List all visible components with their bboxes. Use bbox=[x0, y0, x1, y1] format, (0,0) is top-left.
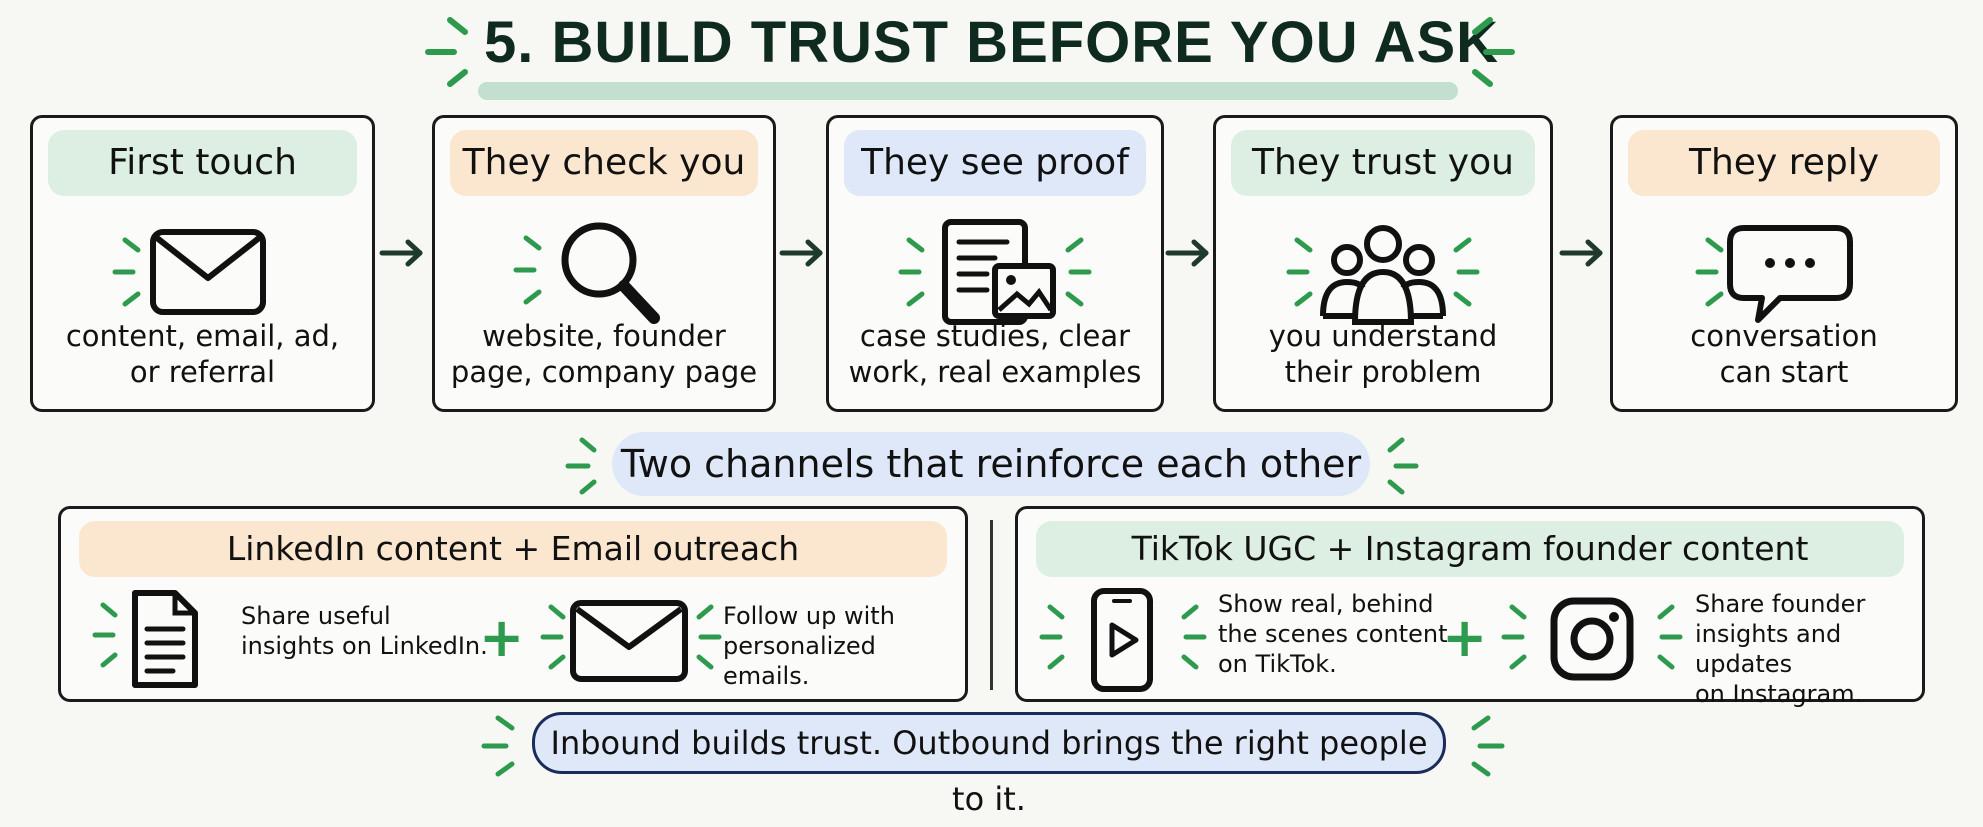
step-card-they-reply: They reply conversation can start bbox=[1610, 115, 1958, 412]
footer-message: Inbound builds trust. Outbound brings th… bbox=[532, 712, 1446, 818]
channel-right-text: Share founder insights and updates on In… bbox=[1695, 589, 1922, 709]
arrow-right-icon bbox=[379, 239, 423, 267]
step-description: you understand their problem bbox=[1224, 318, 1542, 390]
channel-divider bbox=[990, 520, 993, 690]
step-desc-line: can start bbox=[1719, 355, 1849, 389]
step-card-they-see-proof: They see proof case studies, clear work,… bbox=[826, 115, 1164, 412]
phone-play-icon bbox=[1039, 588, 1207, 692]
title-sparkle-left-icon bbox=[425, 17, 468, 87]
step-title: They trust you bbox=[1231, 130, 1535, 196]
channel-right-text: Follow up with personalized emails. bbox=[723, 601, 965, 691]
text-line: on TikTok. bbox=[1218, 650, 1337, 678]
title-sparkle-right-icon bbox=[1472, 17, 1515, 87]
step-desc-line: you understand bbox=[1268, 319, 1498, 353]
text-line: the scenes content bbox=[1218, 620, 1448, 648]
channel-left-text: Share useful insights on LinkedIn. bbox=[241, 601, 488, 661]
text-line: insights on LinkedIn. bbox=[241, 632, 488, 660]
step-card-first-touch: First touch content, email, ad, or refer… bbox=[30, 115, 375, 412]
envelope-icon bbox=[540, 600, 722, 682]
chat-bubble-icon bbox=[1695, 225, 1853, 323]
step-card-they-trust-you: They trust you you understand their prob… bbox=[1213, 115, 1553, 412]
channel-title: LinkedIn content + Email outreach bbox=[79, 521, 947, 577]
channels-subheading: Two channels that reinforce each other bbox=[612, 432, 1370, 496]
text-line: Follow up with bbox=[723, 602, 895, 630]
step-desc-line: case studies, clear bbox=[859, 319, 1131, 353]
step-desc-line: content, email, ad, bbox=[65, 319, 340, 353]
arrow-right-icon bbox=[779, 239, 823, 267]
step-description: website, founder page, company page bbox=[443, 318, 765, 390]
step-desc-line: website, founder bbox=[482, 319, 726, 353]
step-desc-line: or referral bbox=[129, 355, 276, 389]
text-line: personalized emails. bbox=[723, 632, 876, 690]
step-title: They see proof bbox=[844, 130, 1146, 196]
text-line: Show real, behind bbox=[1218, 590, 1434, 618]
envelope-icon bbox=[112, 229, 266, 315]
page-title: 5. BUILD TRUST BEFORE YOU ASK bbox=[483, 10, 1500, 75]
arrow-right-icon bbox=[1165, 239, 1209, 267]
sparkle-icon bbox=[1471, 715, 1505, 777]
plus-icon: + bbox=[479, 606, 525, 669]
step-desc-line: their problem bbox=[1284, 355, 1482, 389]
step-description: conversation can start bbox=[1621, 318, 1947, 390]
document-image-icon bbox=[898, 219, 1092, 325]
step-card-they-check-you: They check you website, founder page, co… bbox=[432, 115, 776, 412]
step-title: They reply bbox=[1628, 130, 1940, 196]
sparkle-icon bbox=[565, 437, 597, 495]
people-group-icon bbox=[1286, 225, 1480, 325]
sparkle-icon bbox=[481, 715, 515, 777]
step-title: They check you bbox=[450, 130, 758, 196]
plus-icon: + bbox=[1442, 606, 1488, 669]
title-underline bbox=[478, 82, 1458, 100]
step-description: content, email, ad, or referral bbox=[41, 318, 364, 390]
step-title: First touch bbox=[48, 130, 357, 196]
channel-panel-linkedin-email: LinkedIn content + Email outreach Share … bbox=[58, 506, 968, 702]
channel-title: TikTok UGC + Instagram founder content bbox=[1036, 521, 1904, 577]
channel-panel-tiktok-instagram: TikTok UGC + Instagram founder content S… bbox=[1015, 506, 1925, 708]
magnifier-icon bbox=[513, 222, 660, 324]
step-desc-line: work, real examples bbox=[848, 355, 1142, 389]
document-icon bbox=[92, 590, 198, 688]
step-description: case studies, clear work, real examples bbox=[837, 318, 1153, 390]
channel-left-text: Show real, behind the scenes content on … bbox=[1218, 589, 1447, 679]
text-line: on Instagram. bbox=[1695, 680, 1863, 708]
text-line: Share useful bbox=[241, 602, 391, 630]
instagram-icon bbox=[1501, 597, 1683, 681]
step-desc-line: conversation bbox=[1690, 319, 1878, 353]
text-line: Share founder bbox=[1695, 590, 1866, 618]
arrow-right-icon bbox=[1559, 239, 1603, 267]
sparkle-icon bbox=[1387, 437, 1419, 495]
step-desc-line: page, company page bbox=[450, 355, 758, 389]
text-line: insights and updates bbox=[1695, 620, 1842, 678]
